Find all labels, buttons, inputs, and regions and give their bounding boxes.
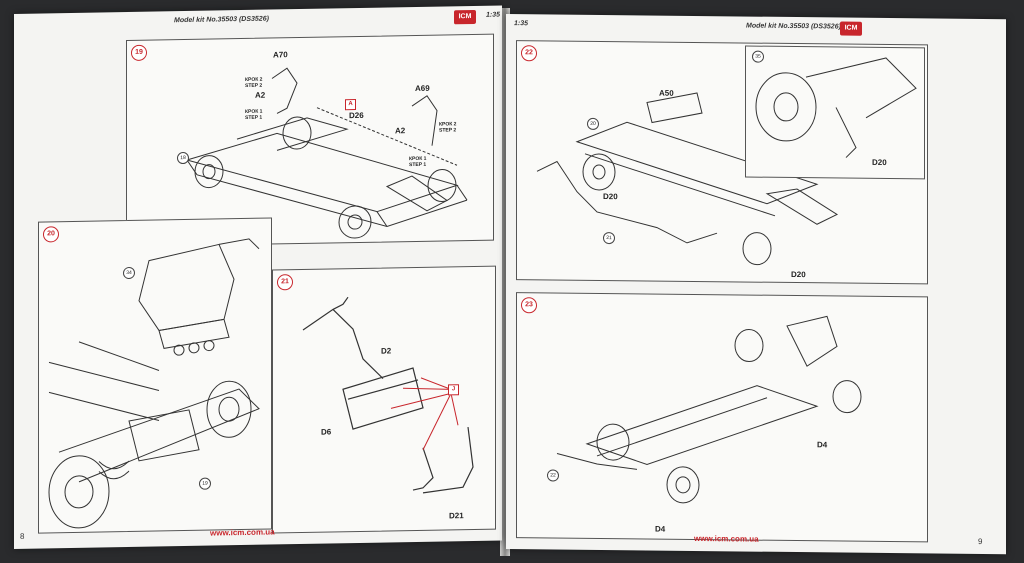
part-label: A2 — [255, 90, 266, 100]
exhaust-drawing-21 — [302, 296, 474, 494]
icm-logo: ICM — [840, 21, 862, 36]
left-page: Model kit No.35503 (DS3526) ICM 1:35 19 — [14, 5, 502, 549]
part-label: D20 — [872, 157, 887, 167]
callout-tag: A — [345, 99, 356, 111]
part-label: D4 — [655, 524, 666, 534]
part-label: D26 — [349, 110, 364, 121]
page-number: 9 — [978, 536, 983, 546]
footer-url: www.icm.com.ua — [694, 533, 759, 544]
chassis-drawing-22 — [536, 92, 839, 266]
part-label: D2 — [381, 346, 392, 356]
part-label: D20 — [603, 192, 618, 202]
ref-circle: 21 — [603, 232, 615, 245]
callout-tag: J — [448, 384, 459, 396]
step-23-panel: 23 D4 D4 22 — [516, 292, 928, 543]
part-label: D20 — [791, 269, 806, 280]
part-label: A50 — [659, 88, 674, 98]
part-label: D21 — [449, 511, 464, 521]
engine-drawing-20 — [48, 238, 260, 529]
part-label: A69 — [415, 83, 430, 94]
icm-logo: ICM — [454, 9, 476, 25]
chassis-drawing-19 — [185, 67, 468, 239]
ref-circle: 20 — [587, 117, 599, 130]
step-22-panel: 22 35 D20 — [516, 40, 928, 285]
right-page: 1:35 Model kit No.35503 (DS3526) ICM 22 — [506, 14, 1006, 555]
part-label: A70 — [273, 50, 288, 60]
book-spine — [500, 8, 510, 556]
step-19-panel: 19 A70 A2 D26 A69 A2 A — [126, 33, 494, 248]
header-scale: 1:35 — [486, 11, 501, 19]
ref-circle: 22 — [547, 469, 559, 482]
ref-circle: 35 — [752, 50, 764, 63]
step-21-panel: 21 D2 D6 D21 J — [272, 265, 496, 534]
chassis-drawing-23 — [556, 315, 862, 504]
header-model: Model kit No.35503 (DS3526) — [746, 22, 841, 31]
step-20-panel: 20 34 19 — [38, 217, 272, 534]
page-number: 8 — [20, 531, 25, 541]
detail-inset: 35 D20 — [745, 45, 925, 180]
part-label: D6 — [321, 427, 332, 437]
header-model: Model kit No.35503 (DS3526) — [174, 15, 269, 25]
header-scale: 1:35 — [514, 20, 529, 28]
part-label: D4 — [817, 440, 828, 450]
part-label: A2 — [395, 126, 406, 136]
footer-url: www.icm.com.ua — [210, 527, 275, 538]
